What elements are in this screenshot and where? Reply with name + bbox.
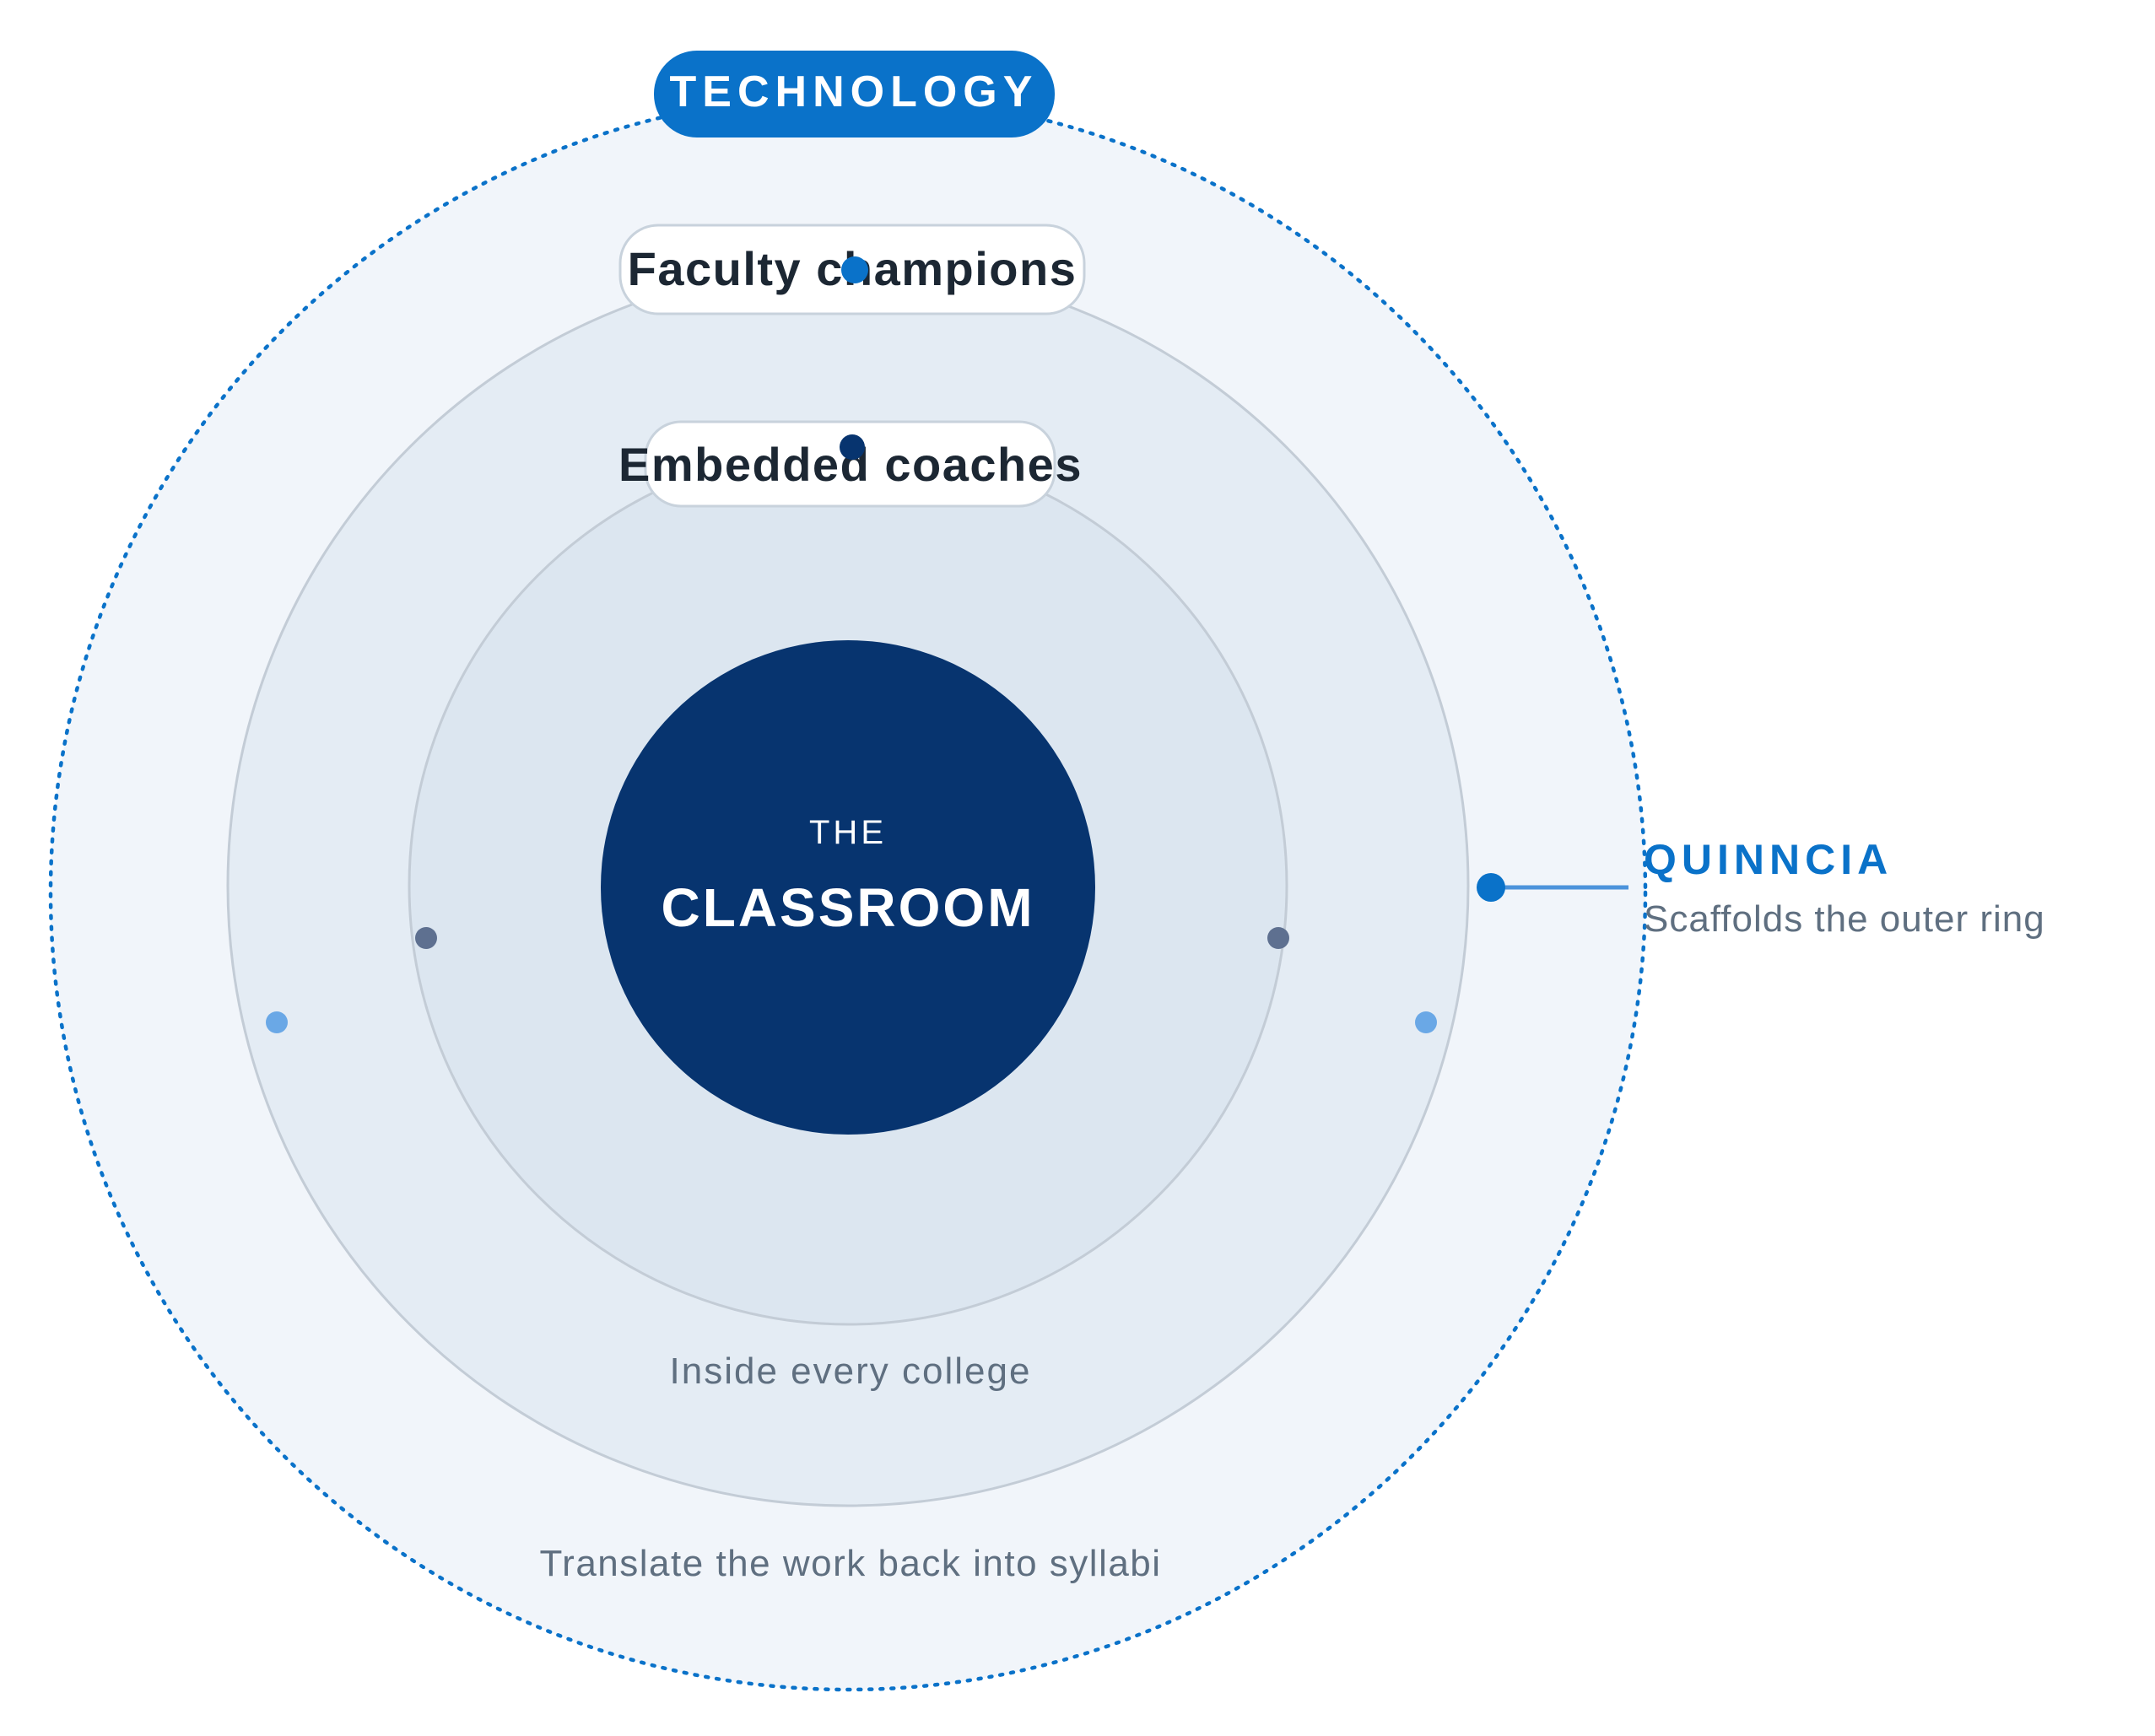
faculty-ring-dot-left [266,1011,288,1033]
core-pre-title: THE [809,814,887,851]
faculty-ring-dot-right [1415,1011,1437,1033]
faculty-ring-top-dot [841,256,868,283]
classroom-core [601,640,1095,1135]
faculty-ring-caption: Inside every college [670,1351,1032,1392]
callout-anchor-dot [1477,873,1505,902]
coaches-ring-dot-right [1267,927,1289,949]
coaches-ring-dot-left [415,927,437,949]
core-title: CLASSROOM [662,877,1035,938]
coaches-label-pill [644,420,1056,508]
technology-ring-caption: Translate the work back into syllabi [539,1543,1161,1584]
callout-subtitle: Scaffolds the outer ring [1644,898,2045,940]
coaches-ring-top-dot [840,434,865,460]
technology-label: TECHNOLOGY [670,67,1039,116]
technology-label-badge [654,51,1055,137]
callout-title: QUINNCIA [1644,836,1893,883]
